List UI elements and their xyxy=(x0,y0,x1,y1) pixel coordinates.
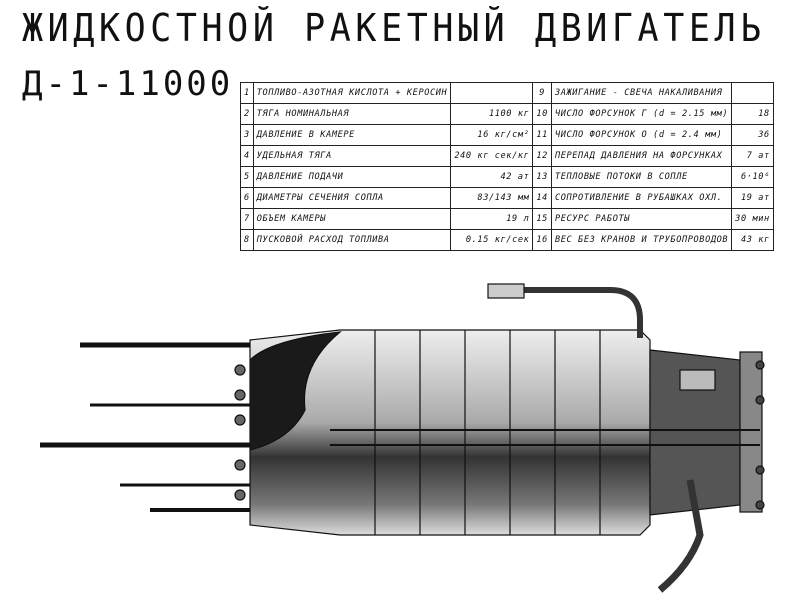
spec-value-right: 43 кг xyxy=(731,229,774,251)
spec-value-right: 18 xyxy=(731,103,774,125)
spec-value-left: 19 л xyxy=(450,208,534,230)
spec-label-left: УДЕЛЬНАЯ ТЯГА xyxy=(252,145,452,167)
spec-value-right: 30 мин xyxy=(731,208,774,230)
spec-value-right xyxy=(731,82,774,104)
spec-number-left: 4 xyxy=(240,145,254,167)
spec-label-right: ЧИСЛО ФОРСУНОК Г (d = 2.15 мм) xyxy=(550,103,733,125)
spec-label-left: ПУСКОВОЙ РАСХОД ТОПЛИВА xyxy=(252,229,452,251)
spec-number-left: 8 xyxy=(240,229,254,251)
spec-value-left: 0.15 кг/сек xyxy=(450,229,534,251)
spec-label-right: ПЕРЕПАД ДАВЛЕНИЯ НА ФОРСУНКАХ xyxy=(550,145,733,167)
spec-number-right: 14 xyxy=(532,187,552,209)
spec-value-left: 1100 кг xyxy=(450,103,534,125)
spec-label-left: ДАВЛЕНИЕ В КАМЕРЕ xyxy=(252,124,452,146)
spec-value-left: 16 кг/см² xyxy=(450,124,534,146)
spec-number-left: 3 xyxy=(240,124,254,146)
spec-value-left xyxy=(450,82,534,104)
spec-value-left: 240 кг сек/кг xyxy=(450,145,534,167)
spec-number-right: 16 xyxy=(532,229,552,251)
spec-value-right: 36 xyxy=(731,124,774,146)
spec-value-left: 42 ат xyxy=(450,166,534,188)
spec-number-right: 9 xyxy=(532,82,552,104)
spec-label-left: ТЯГА НОМИНАЛЬНАЯ xyxy=(252,103,452,125)
spec-label-right: ЧИСЛО ФОРСУНОК О (d = 2.4 мм) xyxy=(550,124,733,146)
spec-number-right: 11 xyxy=(532,124,552,146)
spec-number-left: 2 xyxy=(240,103,254,125)
spec-label-left: ОБЪЕМ КАМЕРЫ xyxy=(252,208,452,230)
spec-value-left: 83/143 мм xyxy=(450,187,534,209)
spec-number-left: 1 xyxy=(240,82,254,104)
spec-number-left: 6 xyxy=(240,187,254,209)
spec-label-right: РЕСУРС РАБОТЫ xyxy=(550,208,733,230)
spec-label-left: ДИАМЕТРЫ СЕЧЕНИЯ СОПЛА xyxy=(252,187,452,209)
spec-value-right: 7 ат xyxy=(731,145,774,167)
spec-label-left: ДАВЛЕНИЕ ПОДАЧИ xyxy=(252,166,452,188)
spec-value-right: 19 ат xyxy=(731,187,774,209)
spec-label-right: ТЕПЛОВЫЕ ПОТОКИ В СОПЛЕ xyxy=(550,166,733,188)
spec-label-right: ЗАЖИГАНИЕ - СВЕЧА НАКАЛИВАНИЯ xyxy=(550,82,733,104)
spec-number-left: 5 xyxy=(240,166,254,188)
spec-number-left: 7 xyxy=(240,208,254,230)
drawing-title: ЖИДКОСТНОЙ РАКЕТНЫЙ ДВИГАТЕЛЬ xyxy=(22,6,766,50)
engine-cross-section-drawing xyxy=(40,283,765,593)
spec-label-right: СОПРОТИВЛЕНИЕ В РУБАШКАХ ОХЛ. xyxy=(550,187,733,209)
spec-number-right: 12 xyxy=(532,145,552,167)
spec-number-right: 13 xyxy=(532,166,552,188)
spec-label-right: ВЕС БЕЗ КРАНОВ И ТРУБОПРОВОДОВ xyxy=(550,229,733,251)
spec-label-left: ТОПЛИВО-АЗОТНАЯ КИСЛОТА + КЕРОСИН xyxy=(252,82,452,104)
spec-number-right: 15 xyxy=(532,208,552,230)
engine-model-label: Д-1-11000 xyxy=(22,64,234,104)
spec-number-right: 10 xyxy=(532,103,552,125)
spec-value-right: 6·10⁶ xyxy=(731,166,774,188)
